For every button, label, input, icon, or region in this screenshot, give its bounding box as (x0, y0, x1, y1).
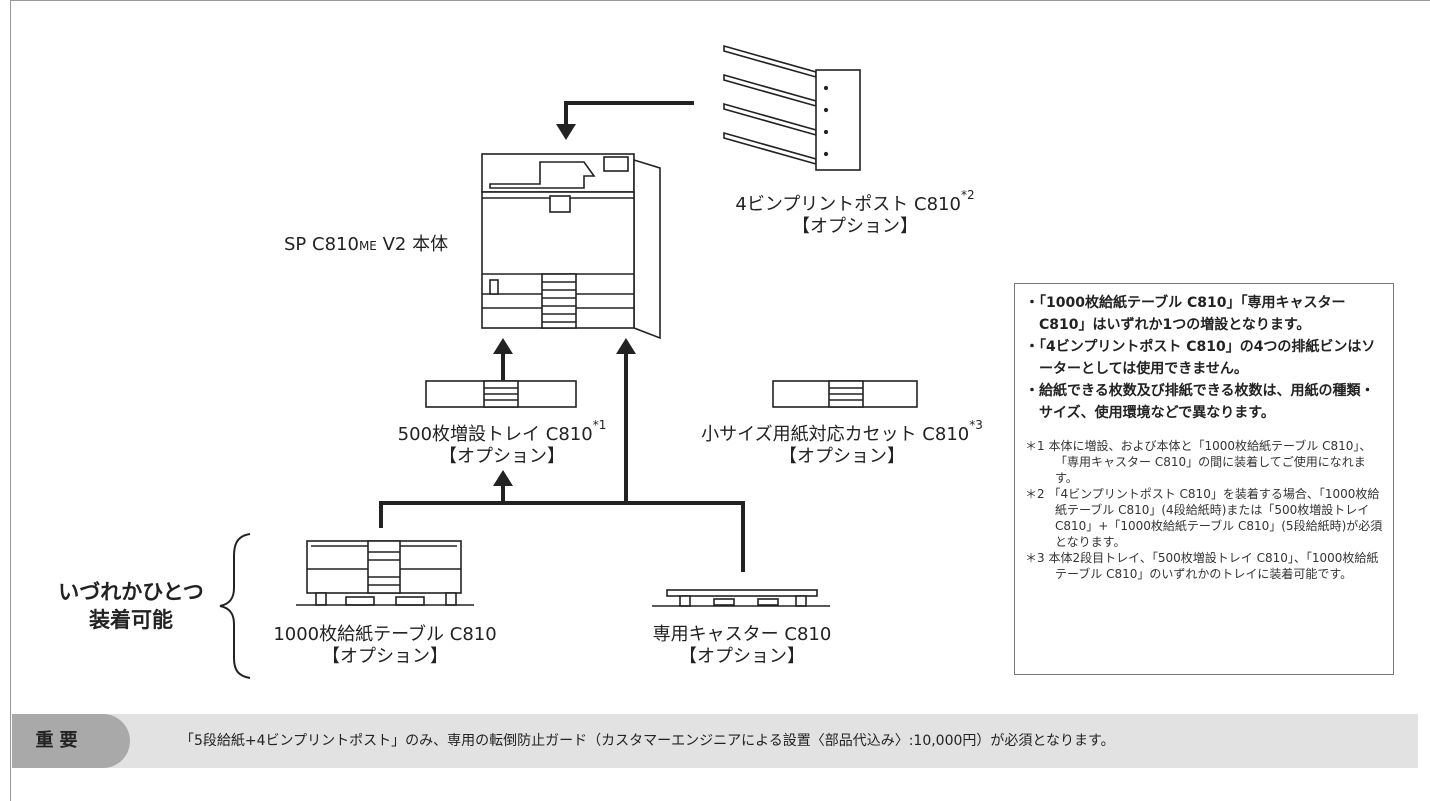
page-frame (10, 0, 1430, 801)
group-label-line2: 装着可能 (89, 608, 173, 632)
note-item: ・給紙できる枚数及び排紙できる枚数は、用紙の種類・サイズ、使用環境などで異なりま… (1025, 383, 1375, 421)
small-cassette-illustration (772, 380, 918, 408)
footnote-item: ＊3 本体2段目トレイ、「500枚増設トレイ C810」、「1000枚給紙テーブ… (1025, 551, 1379, 581)
important-tag-text: 重要 (35, 730, 84, 751)
important-bar (12, 714, 1418, 768)
tray500-illustration (425, 380, 577, 408)
caster-name: 専用キャスター C810 (652, 624, 832, 645)
table1000-illustration (296, 540, 474, 606)
group-brace (219, 533, 251, 679)
tray500-label: 500枚増設トレイ C810*1 【オプション】 (364, 418, 640, 468)
footnote-item: ＊1 本体に増設、および本体と「1000枚給紙テーブル C810」、「専用キャス… (1025, 439, 1372, 485)
tray500-option: 【オプション】 (439, 446, 565, 467)
table1000-option: 【オプション】 (322, 646, 448, 667)
important-text: 「5段給紙+4ビンプリントポスト」のみ、専用の転倒防止ガード（カスタマーエンジニ… (180, 733, 1115, 749)
group-label-line1: いづれかひとつ (58, 580, 204, 604)
small-cassette-name: 小サイズ用紙対応カセット C810 (701, 424, 970, 445)
main-unit-name-me: ME (358, 239, 377, 253)
small-cassette-option: 【オプション】 (779, 446, 905, 467)
print-post-label: 4ビンプリントポスト C810*2 【オプション】 (712, 188, 998, 238)
base-to-tray-arrowhead (493, 470, 513, 486)
note-item: ・「1000枚給紙テーブル C810」「専用キャスター C810」はいずれか1つ… (1025, 295, 1346, 333)
post-arrowhead (556, 124, 576, 140)
print-post-name: 4ビンプリントポスト C810 (735, 194, 961, 215)
main-unit-illustration (481, 153, 661, 340)
trunk-to-main-arrowhead (616, 338, 636, 354)
main-unit-name-prefix: SP C810 (284, 234, 359, 255)
small-cassette-mark: *3 (969, 418, 983, 432)
footnote-item: ＊2 「4ビンプリントポスト C810」を装着する場合、「1000枚給紙テーブル… (1025, 487, 1383, 549)
print-post-mark: *2 (960, 188, 975, 202)
tray-to-main-arrowhead (493, 338, 513, 354)
note-item: ・「4ビンプリントポスト C810」の4つの排紙ビンはソーターとしては使用できま… (1025, 339, 1376, 377)
print-post-option: 【オプション】 (792, 216, 918, 237)
post-to-main-arrow (564, 101, 694, 126)
caster-option: 【オプション】 (679, 646, 805, 667)
caster-label: 専用キャスター C810 【オプション】 (632, 624, 852, 668)
table1000-label: 1000枚給紙テーブル C810 【オプション】 (248, 624, 522, 668)
important-tag: 重要 (12, 714, 130, 768)
group-label: いづれかひとつ 装着可能 (46, 578, 216, 634)
tray500-name: 500枚増設トレイ C810 (397, 424, 593, 445)
tray500-mark: *1 (592, 418, 607, 432)
notes-box: ・「1000枚給紙テーブル C810」「専用キャスター C810」はいずれか1つ… (1014, 283, 1394, 675)
caster-illustration (652, 589, 830, 607)
main-unit-label: SP C810ME V2 本体 (284, 234, 448, 257)
print-post-illustration (723, 44, 861, 171)
branch-connector (379, 501, 745, 572)
small-cassette-label: 小サイズ用紙対応カセット C810*3 【オプション】 (674, 418, 1010, 468)
table1000-name: 1000枚給紙テーブル C810 (273, 624, 497, 645)
main-unit-name-suffix: V2 本体 (376, 234, 449, 255)
